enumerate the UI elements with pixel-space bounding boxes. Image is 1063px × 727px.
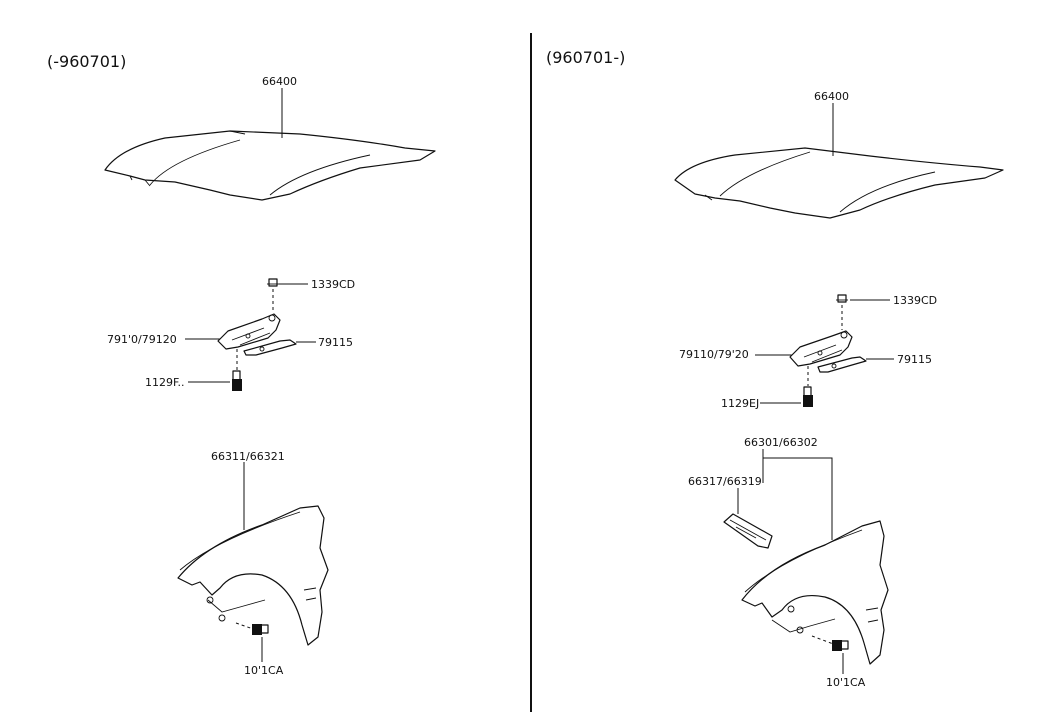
- right-hood-label: 66400: [814, 90, 849, 103]
- left-hinge-bracket: [243, 339, 297, 356]
- left-fender-label: 66311/66321: [211, 450, 285, 463]
- left-fender-bolt: [252, 624, 269, 635]
- right-fender-bolt: [832, 640, 849, 651]
- right-bracket-label: 79115: [897, 353, 932, 366]
- left-fender: [177, 505, 329, 646]
- right-panel-header: (960701-): [546, 48, 625, 67]
- left-bracket-label: 79115: [318, 336, 353, 349]
- right-fender-bolt-label: 10'1CA: [826, 676, 866, 689]
- left-hood-label: 66400: [262, 75, 297, 88]
- right-bolt-1339cd: [836, 294, 848, 303]
- left-panel-header: (-960701): [47, 52, 126, 71]
- right-fender-bracket: [723, 513, 773, 549]
- left-bolt-1339cd: [267, 278, 279, 287]
- right-panel: (960701-) 66400 1339CD 791: [546, 48, 1004, 689]
- right-fender-bracket-label: 66317/66319: [688, 475, 762, 488]
- left-bolt-label: 1339CD: [311, 278, 355, 291]
- right-fender: [741, 520, 889, 665]
- left-panel: (-960701) 66400 1339CD: [47, 52, 436, 677]
- right-hinge-bolt-label: 1129EJ: [721, 397, 759, 410]
- right-hinge: [789, 330, 853, 367]
- left-hood: [104, 130, 436, 201]
- left-hinge-bolt: [232, 370, 242, 391]
- right-bolt-label: 1339CD: [893, 294, 937, 307]
- right-hood: [674, 147, 1004, 219]
- left-hinge-bolt-label: 1129F..: [145, 376, 185, 389]
- right-hinge-bolt: [803, 386, 813, 407]
- left-fender-bolt-label: 10'1CA: [244, 664, 284, 677]
- left-hinge-label: 791'0/79120: [107, 333, 177, 346]
- right-hinge-label: 79110/79'20: [679, 348, 749, 361]
- right-fender-label: 66301/66302: [744, 436, 818, 449]
- left-hinge: [217, 313, 281, 350]
- right-hinge-bracket: [817, 356, 867, 373]
